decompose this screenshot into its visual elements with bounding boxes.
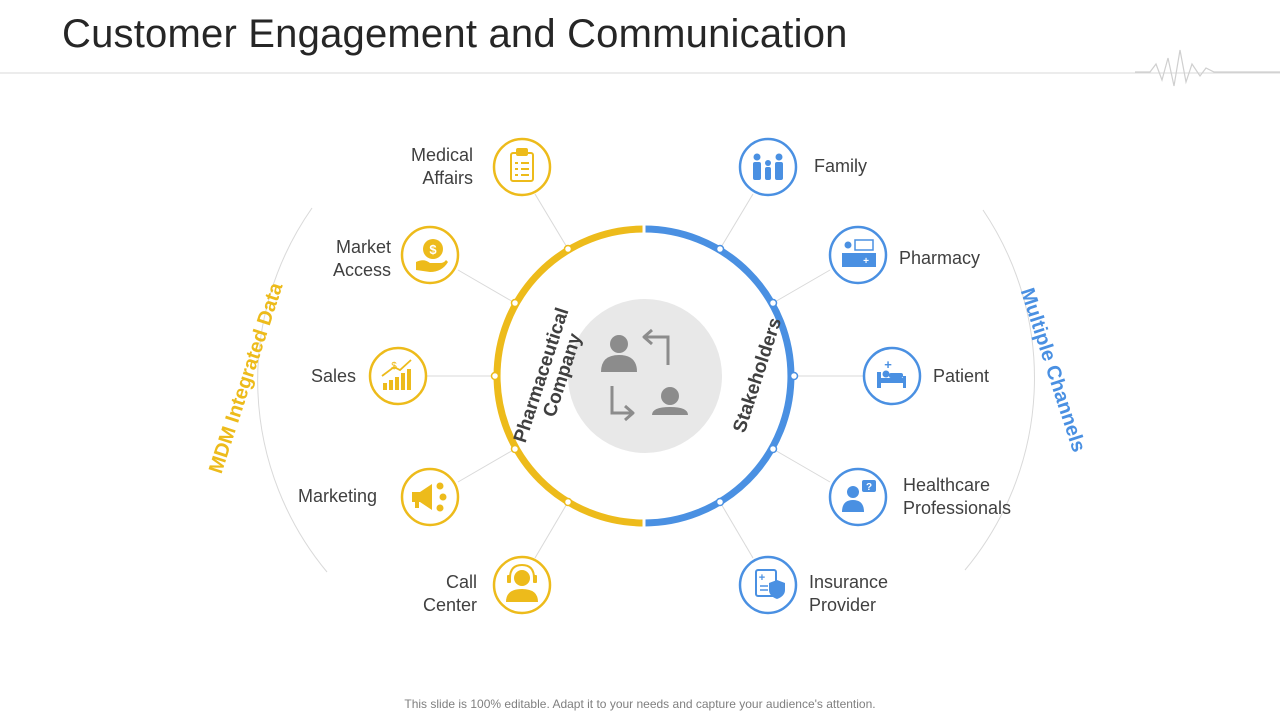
node-medical-affairs[interactable]: [492, 137, 552, 197]
growth-chart-icon: $: [381, 359, 412, 390]
doctor-question-icon: ?: [842, 480, 876, 512]
junction-dots: [490, 244, 799, 507]
svg-text:$: $: [429, 242, 437, 257]
footer-note: This slide is 100% editable. Adapt it to…: [404, 697, 876, 711]
label-medical-affairs: Medical Affairs: [410, 145, 473, 188]
pharmacy-icon: +: [842, 239, 876, 267]
label-market-access: Market Access: [332, 237, 391, 280]
title-divider: [0, 72, 1280, 74]
node-insurance-provider[interactable]: +: [738, 555, 798, 615]
hand-coin-icon: $: [416, 239, 448, 272]
label-call-center: Call Center: [422, 572, 477, 615]
heartbeat-decoration: [1135, 49, 1280, 87]
headset-agent-icon: [506, 563, 538, 602]
label-insurance-provider: Insurance Provider: [809, 572, 889, 615]
node-market-access[interactable]: $: [400, 225, 460, 285]
node-sales[interactable]: $: [368, 346, 428, 406]
label-family: Family: [814, 156, 867, 176]
outer-label-mdm-integrated-data: MDM Integrated Data: [205, 279, 288, 476]
label-healthcare-professionals: Healthcare Professionals: [903, 475, 1012, 518]
node-patient[interactable]: +: [862, 346, 922, 406]
label-marketing: Marketing: [297, 486, 377, 506]
outer-left-arc: [257, 207, 328, 573]
svg-text:?: ?: [866, 482, 872, 493]
node-family[interactable]: [738, 137, 798, 197]
label-sales: Sales: [310, 366, 356, 386]
outer-label-multiple-channels: Multiple Channels: [1016, 285, 1090, 455]
megaphone-icon: [412, 482, 447, 512]
outer-right-arc: [964, 209, 1035, 571]
node-healthcare-professionals[interactable]: ?: [828, 467, 888, 527]
center-circle: [568, 299, 722, 453]
label-patient: Patient: [933, 366, 990, 386]
node-marketing[interactable]: [400, 467, 460, 527]
svg-text:+: +: [863, 256, 869, 267]
insurance-shield-icon: +: [755, 569, 785, 599]
connector-lines: [426, 193, 864, 559]
ring-label-stakeholders: Stakeholders: [729, 315, 786, 435]
page-title: Customer Engagement and Communication: [62, 12, 848, 56]
node-call-center[interactable]: [492, 555, 552, 615]
svg-text:+: +: [884, 357, 892, 372]
label-pharmacy: Pharmacy: [899, 248, 981, 268]
node-pharmacy[interactable]: +: [828, 225, 888, 285]
hospital-bed-icon: +: [877, 357, 906, 388]
family-icon: [753, 153, 783, 180]
exchange-people-icon: [601, 328, 688, 422]
svg-text:$: $: [391, 361, 397, 372]
clipboard-icon: [510, 148, 534, 182]
svg-text:+: +: [759, 572, 765, 584]
